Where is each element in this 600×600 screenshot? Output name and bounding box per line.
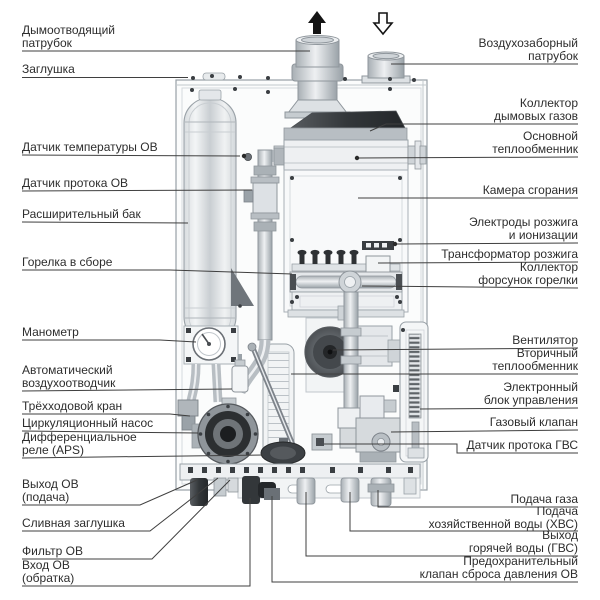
- leader-ignition-transformer: [377, 261, 579, 264]
- label-main-heat-exchanger: Основной теплообменник: [492, 129, 578, 156]
- label-aps-relay: Дифференциальное реле (APS): [22, 430, 137, 457]
- auto-air-vent: [231, 354, 249, 393]
- gas-valve: [337, 395, 401, 463]
- ignition-electrodes: [362, 241, 394, 250]
- label-gas-supply: Подача газа: [510, 492, 578, 506]
- leader-expansion-tank: [21, 221, 189, 224]
- leader-burner-assembly: [22, 269, 293, 275]
- leader-heating-outlet: [22, 479, 198, 506]
- leader-injector-manifold: [361, 285, 579, 289]
- label-safety-valve: Предохранительный клапан сброса давления…: [419, 554, 578, 581]
- bottom-connections: [179, 463, 421, 507]
- leader-hot-water-outlet: [305, 492, 578, 557]
- leader-heating-temp-sensor: [21, 154, 241, 157]
- label-burner-assembly: Горелка в сборе: [22, 255, 113, 269]
- leader-safety-valve: [271, 496, 578, 583]
- expansion-tank: [183, 89, 237, 351]
- leader-gas-supply: [377, 490, 578, 508]
- up-arrow-icon: [308, 11, 326, 34]
- label-dhw-flow-sensor: Датчик протока ГВС: [466, 438, 578, 452]
- label-three-way-valve: Трёхходовой кран: [22, 399, 123, 413]
- label-pressure-gauge: Манометр: [22, 325, 79, 339]
- leader-aps-relay: [21, 454, 264, 459]
- label-air-intake: Воздухозаборный патрубок: [478, 36, 578, 63]
- label-expansion-tank: Расширительный бак: [22, 207, 141, 221]
- leader-flue-collector: [369, 123, 578, 132]
- flue-pipe: [284, 35, 351, 119]
- air-intake-pipe: [361, 51, 411, 84]
- label-cold-water-supply: Подача хозяйственной воды (ХВС): [428, 504, 578, 531]
- heating-inlet-pipe: [242, 476, 260, 504]
- label-combustion-chamber: Камера сгорания: [482, 183, 578, 197]
- bracket-shadow: [231, 268, 254, 306]
- label-ignition-electrodes: Электроды розжига и ионизации: [468, 215, 578, 242]
- leader-gas-valve: [390, 429, 579, 433]
- leader-main-heat-exchanger: [356, 156, 579, 159]
- pressure-gauge: [183, 325, 239, 365]
- circulation-pump: [191, 397, 259, 465]
- gas-pipe: [340, 291, 362, 415]
- aps-sensing-tube: [247, 342, 299, 453]
- leader-control-unit: [419, 407, 579, 410]
- label-heating-filter: Фильтр ОВ: [22, 544, 83, 558]
- label-heating-temp-sensor: Датчик температуры ОВ: [22, 140, 158, 154]
- label-control-unit: Электронный блок управления: [483, 380, 578, 407]
- leader-cold-water-supply: [349, 492, 578, 532]
- label-plug: Заглушка: [22, 62, 75, 76]
- leader-heating-flow-sensor: [21, 189, 253, 192]
- leader-auto-air-vent: [21, 388, 233, 392]
- label-ignition-transformer: Трансформатор розжига: [441, 247, 578, 261]
- flue-gas-collector: [283, 110, 408, 142]
- leader-three-way-valve: [22, 413, 191, 417]
- aps-switch: [260, 438, 306, 465]
- main-heat-exchanger: [273, 139, 427, 171]
- leader-circulation-pump: [21, 430, 199, 434]
- label-circulation-pump: Циркуляционный насос: [22, 416, 154, 430]
- leader-drain-plug: [22, 477, 219, 532]
- leader-fan: [332, 347, 579, 351]
- heating-outlet-pipe: [190, 478, 208, 506]
- label-auto-air-vent: Автоматический воздухоотводчик: [22, 363, 116, 390]
- leader-pressure-gauge: [22, 339, 197, 343]
- fan-motor: [355, 325, 401, 367]
- heating-flow-sensor-body: [243, 176, 280, 220]
- label-gas-valve: Газовый клапан: [489, 415, 578, 429]
- leader-heating-filter: [22, 479, 231, 560]
- control-unit: [393, 321, 429, 463]
- label-fan: Вентилятор: [512, 333, 578, 347]
- down-arrow-icon: [372, 12, 394, 36]
- label-heating-inlet: Вход ОВ (обратка): [22, 558, 75, 585]
- bolts: [190, 74, 416, 332]
- label-hot-water-outlet: Выход горячей воды (ГВС): [468, 528, 578, 555]
- label-drain-plug: Сливная заглушка: [22, 516, 125, 530]
- leader-dhw-flow-sensor: [324, 443, 578, 454]
- label-secondary-heat-exchanger: Вторичный теплообменник: [492, 346, 578, 373]
- dhw-flow-sensor: [311, 433, 333, 451]
- leader-lines: [21, 50, 579, 587]
- safety-valve-body: [264, 488, 280, 500]
- label-heating-outlet: Выход ОВ (подача): [22, 477, 79, 504]
- leader-heating-inlet: [22, 498, 251, 587]
- label-flue-collector: Коллектор дымовых газов: [494, 96, 578, 123]
- leader-ignition-electrodes: [396, 242, 579, 245]
- label-flue-outlet: Дымоотводящий патрубок: [22, 23, 116, 50]
- label-heating-flow-sensor: Датчик протока ОВ: [22, 176, 129, 190]
- injector-manifold: [289, 270, 403, 294]
- label-injector-manifold: Коллектор форсунок горелки: [478, 260, 578, 287]
